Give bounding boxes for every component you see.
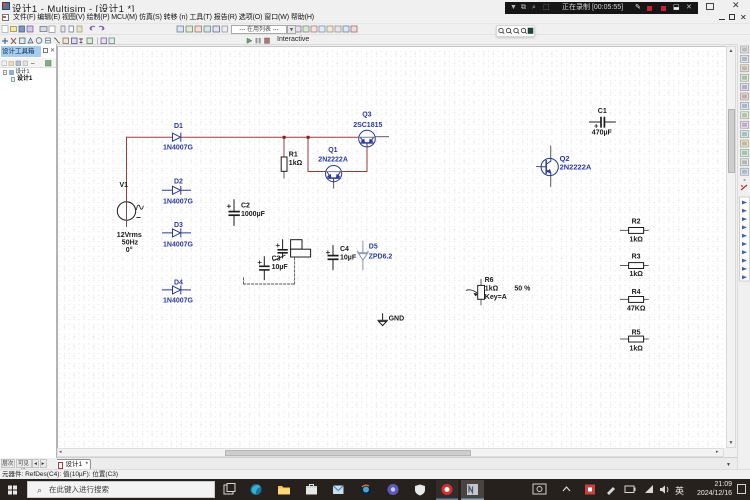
- svg-text:470µF: 470µF: [592, 130, 613, 137]
- svg-text:1N4007G: 1N4007G: [163, 241, 194, 248]
- svg-text:D3: D3: [174, 222, 183, 229]
- svg-text:Q3: Q3: [362, 111, 371, 118]
- svg-text:1kΩ: 1kΩ: [289, 160, 303, 167]
- svg-text:GND: GND: [389, 316, 405, 323]
- svg-text:2SC1815: 2SC1815: [353, 122, 382, 129]
- svg-text:R1: R1: [289, 152, 298, 159]
- svg-text:R4: R4: [632, 289, 641, 296]
- svg-text:2N2222A: 2N2222A: [318, 157, 348, 164]
- svg-text:1kΩ: 1kΩ: [630, 271, 644, 278]
- svg-text:1kΩ: 1kΩ: [630, 236, 644, 243]
- svg-text:C4: C4: [340, 246, 349, 253]
- svg-text:1N4007G: 1N4007G: [163, 198, 194, 205]
- svg-text:47KΩ: 47KΩ: [627, 306, 646, 313]
- svg-text:1N4007G: 1N4007G: [163, 145, 194, 152]
- svg-text:Q2: Q2: [560, 154, 570, 163]
- svg-text:R5: R5: [632, 330, 641, 337]
- svg-text:1kΩ: 1kΩ: [485, 286, 499, 293]
- svg-text:0°: 0°: [126, 246, 133, 254]
- svg-text:V1: V1: [120, 182, 129, 189]
- svg-text:12Vrms: 12Vrms: [117, 232, 142, 239]
- svg-text:ZPD6.2: ZPD6.2: [369, 253, 393, 260]
- svg-text:R2: R2: [632, 219, 641, 226]
- svg-text:50 %: 50 %: [514, 286, 531, 293]
- svg-text:C3: C3: [272, 256, 281, 263]
- svg-text:Key=A: Key=A: [485, 294, 507, 301]
- svg-text:R3: R3: [632, 254, 641, 261]
- svg-text:50Hz: 50Hz: [122, 239, 139, 246]
- svg-text:2N2222A: 2N2222A: [560, 163, 592, 172]
- svg-text:10µF: 10µF: [272, 264, 289, 271]
- svg-text:1000µF: 1000µF: [241, 211, 266, 218]
- svg-text:D4: D4: [174, 279, 183, 286]
- svg-text:Q1: Q1: [328, 147, 337, 154]
- svg-text:C1: C1: [598, 108, 607, 115]
- svg-text:1N4007G: 1N4007G: [163, 297, 194, 304]
- svg-text:R6: R6: [485, 277, 494, 284]
- svg-text:D5: D5: [369, 244, 378, 251]
- svg-text:10µF: 10µF: [340, 255, 357, 262]
- svg-text:D2: D2: [174, 178, 183, 185]
- svg-text:C2: C2: [241, 203, 250, 210]
- svg-text:1kΩ: 1kΩ: [630, 345, 644, 352]
- svg-text:D1: D1: [174, 123, 183, 130]
